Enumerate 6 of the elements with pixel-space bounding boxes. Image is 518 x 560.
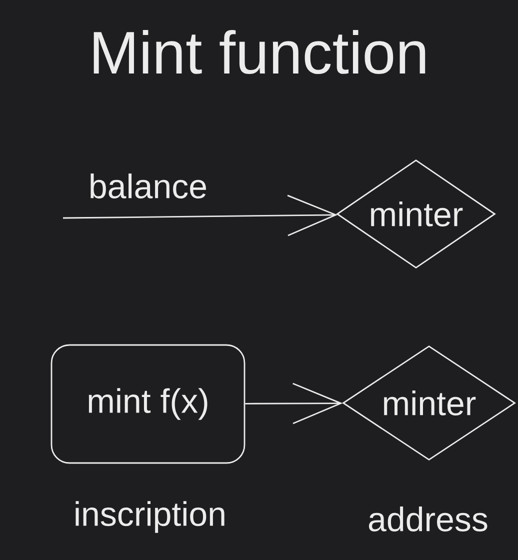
edge-label: balance [87, 172, 209, 200]
process-box: mint f(x) [50, 344, 246, 464]
caption-text: inscription [76, 501, 224, 533]
caption-text: address [368, 506, 488, 532]
arrow [63, 194, 338, 236]
title: Mint function [94, 30, 426, 74]
